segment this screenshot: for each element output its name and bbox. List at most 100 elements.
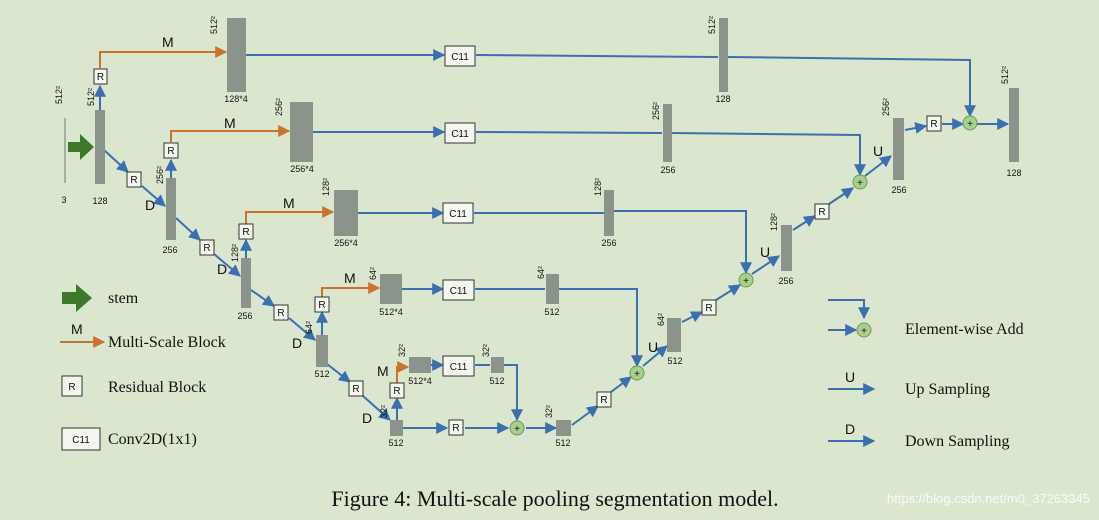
m-label: M (224, 115, 236, 131)
orange-arrows (60, 46, 410, 383)
channel-label: 128*4 (224, 94, 248, 104)
enc3-multiscale-block (334, 190, 358, 236)
enc5-multiscale-block (409, 357, 431, 373)
up1-block (667, 318, 681, 352)
svg-text:C11: C11 (451, 129, 469, 140)
u-label: U (760, 244, 770, 260)
svg-text:R: R (600, 395, 607, 406)
dec3-block (604, 190, 614, 236)
res-label: 512² (209, 16, 219, 34)
r-box: R (389, 382, 405, 399)
m-label: M (162, 34, 174, 50)
res-label: 128² (321, 178, 331, 196)
enc4-block (316, 335, 328, 367)
svg-text:R: R (452, 423, 459, 434)
u-label: U (873, 143, 883, 159)
legend-d-letter: D (845, 421, 855, 437)
enc2-multiscale-block (290, 102, 313, 162)
c11-box: C11 (444, 122, 476, 144)
channel-label: 512 (314, 369, 329, 379)
svg-text:R: R (203, 243, 210, 254)
svg-text:+: + (514, 424, 520, 435)
res-label: 512² (54, 86, 64, 104)
channel-label: 128 (715, 94, 730, 104)
svg-text:+: + (967, 119, 973, 130)
svg-text:+: + (861, 326, 867, 337)
svg-text:C11: C11 (450, 286, 468, 297)
channel-label: 256*4 (290, 164, 314, 174)
channel-label: 256 (891, 185, 906, 195)
svg-text:R: R (393, 386, 400, 397)
res-label: 512² (86, 88, 96, 106)
r-box: R (926, 115, 942, 132)
legend-u-letter: U (845, 369, 855, 385)
add-node-up3: + (852, 174, 868, 190)
r-box: R (238, 223, 254, 240)
res-label: 64² (368, 267, 378, 280)
m-label: M (283, 195, 295, 211)
channel-label: 128 (92, 196, 107, 206)
dec1-block (719, 18, 728, 92)
res-label: 32² (544, 405, 554, 418)
m-label: M (377, 363, 389, 379)
res-label: 64² (304, 321, 314, 334)
c11-box: C11 (442, 355, 475, 377)
r-box: R (199, 239, 215, 256)
conv-boxes: C11 C11 C11 C11 C11 C11 (61, 45, 476, 451)
svg-text:C11: C11 (449, 209, 467, 220)
svg-text:R: R (242, 227, 249, 238)
c11-box: C11 (444, 45, 476, 67)
stem-block (95, 110, 105, 184)
d-label: D (145, 197, 155, 213)
r-box: R (126, 171, 142, 188)
channel-label: 256 (778, 276, 793, 286)
add-node-up1: + (629, 365, 645, 381)
up3-block (893, 118, 904, 180)
legend-r-box: R (61, 375, 83, 397)
svg-text:R: R (167, 146, 174, 157)
channel-label: 512 (667, 356, 682, 366)
legend-m-letter: M (71, 321, 83, 337)
svg-text:R: R (97, 72, 104, 83)
res-label: 512² (707, 16, 717, 34)
res-label: 128² (230, 244, 240, 262)
dec2-block (663, 104, 672, 162)
bottom-block (556, 420, 571, 436)
legend-up-label: Up Sampling (905, 381, 990, 398)
svg-text:R: R (277, 308, 284, 319)
enc3-block (241, 258, 251, 308)
channel-label: 256 (162, 245, 177, 255)
watermark: https://blog.csdn.net/m0_37263345 (887, 491, 1090, 506)
legend-add-node: + (856, 322, 872, 338)
legend-down-label: Down Sampling (905, 433, 1009, 450)
svg-text:R: R (68, 382, 75, 393)
m-label: M (344, 270, 356, 286)
svg-text:R: R (130, 175, 137, 186)
r-box: R (273, 304, 289, 321)
dec5-block (491, 357, 504, 373)
legend-residual-label: Residual Block (108, 379, 206, 396)
enc2-block (166, 178, 176, 240)
u-label: U (648, 339, 658, 355)
legend-c11-box: C11 (61, 427, 101, 451)
svg-text:+: + (857, 178, 863, 189)
r-box: R (163, 142, 179, 159)
svg-text:R: R (818, 207, 825, 218)
channel-label: 512*4 (408, 376, 432, 386)
res-label: 256² (155, 166, 165, 184)
stem-arrow-icon (68, 134, 94, 160)
channel-label: 3 (61, 195, 66, 205)
r-box: R (448, 419, 464, 436)
legend: stem M Multi-Scale Block Residual Block … (71, 290, 1024, 450)
svg-text:R: R (705, 303, 712, 314)
up2-block (781, 225, 792, 271)
r-box: R (596, 391, 612, 408)
res-label: 64² (536, 266, 546, 279)
r-box: R (348, 380, 364, 397)
c11-box: C11 (442, 202, 474, 224)
channel-label: 128 (1006, 168, 1021, 178)
d-label: D (292, 335, 302, 351)
r-box: R (314, 296, 330, 313)
output-block (1009, 88, 1019, 162)
